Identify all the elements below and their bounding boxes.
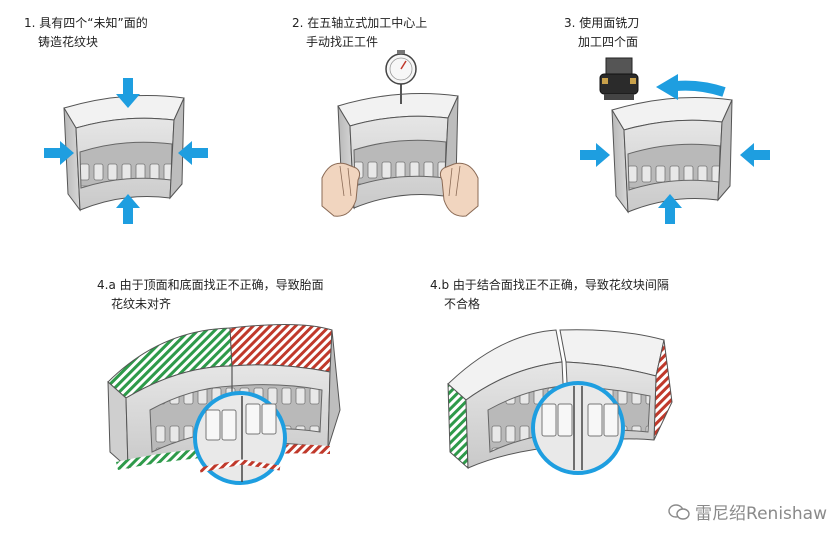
arrow-left-icon: [740, 143, 770, 167]
face-mill-cutter-icon: [599, 57, 639, 100]
step-2-caption-line2: 手动找正工件: [306, 35, 379, 49]
step-4b-illustration: [447, 329, 673, 475]
step-3-illustration: [580, 57, 770, 224]
step-4b-caption-line1: 4.b 由于结合面找正不正确，导致花纹块间隔: [430, 278, 669, 292]
step-2-caption: 2. 在五轴立式加工中心上 手动找正工件: [292, 14, 427, 52]
step-4a-caption: 4.a 由于顶面和底面找正不正确，导致胎面 花纹未对齐: [97, 276, 324, 314]
wechat-icon: [668, 503, 690, 520]
step-4a-caption-line1: 4.a 由于顶面和底面找正不正确，导致胎面: [97, 278, 324, 292]
step-2-illustration: [321, 50, 479, 217]
rotation-arrow-icon: [656, 74, 726, 100]
right-hand-icon: [439, 162, 479, 217]
magnify-circle-icon: [531, 381, 625, 475]
dial-gauge-icon: [385, 50, 417, 104]
step-3-caption: 3. 使用面铣刀 加工四个面: [564, 14, 639, 52]
step-4b-caption: 4.b 由于结合面找正不正确，导致花纹块间隔 不合格: [430, 276, 669, 314]
step-1-illustration: [44, 78, 208, 224]
step-1-caption-line1: 1. 具有四个“未知”面的: [24, 16, 148, 30]
step-3-caption-line1: 3. 使用面铣刀: [564, 16, 640, 30]
watermark: 雷尼绍Renishaw: [668, 499, 827, 524]
step-1-caption: 1. 具有四个“未知”面的 铸造花纹块: [24, 14, 148, 52]
left-hand-icon: [321, 162, 361, 217]
step-1-caption-line2: 铸造花纹块: [38, 35, 99, 49]
step-3-caption-line2: 加工四个面: [578, 35, 639, 49]
watermark-text: 雷尼绍Renishaw: [695, 504, 827, 524]
magnify-circle-icon: [193, 391, 287, 485]
step-4a-caption-line2: 花纹未对齐: [111, 297, 172, 311]
arrow-right-icon: [580, 143, 610, 167]
step-4b-caption-line2: 不合格: [444, 297, 481, 311]
step-4a-illustration: [107, 323, 341, 485]
step-2-caption-line1: 2. 在五轴立式加工中心上: [292, 16, 428, 30]
